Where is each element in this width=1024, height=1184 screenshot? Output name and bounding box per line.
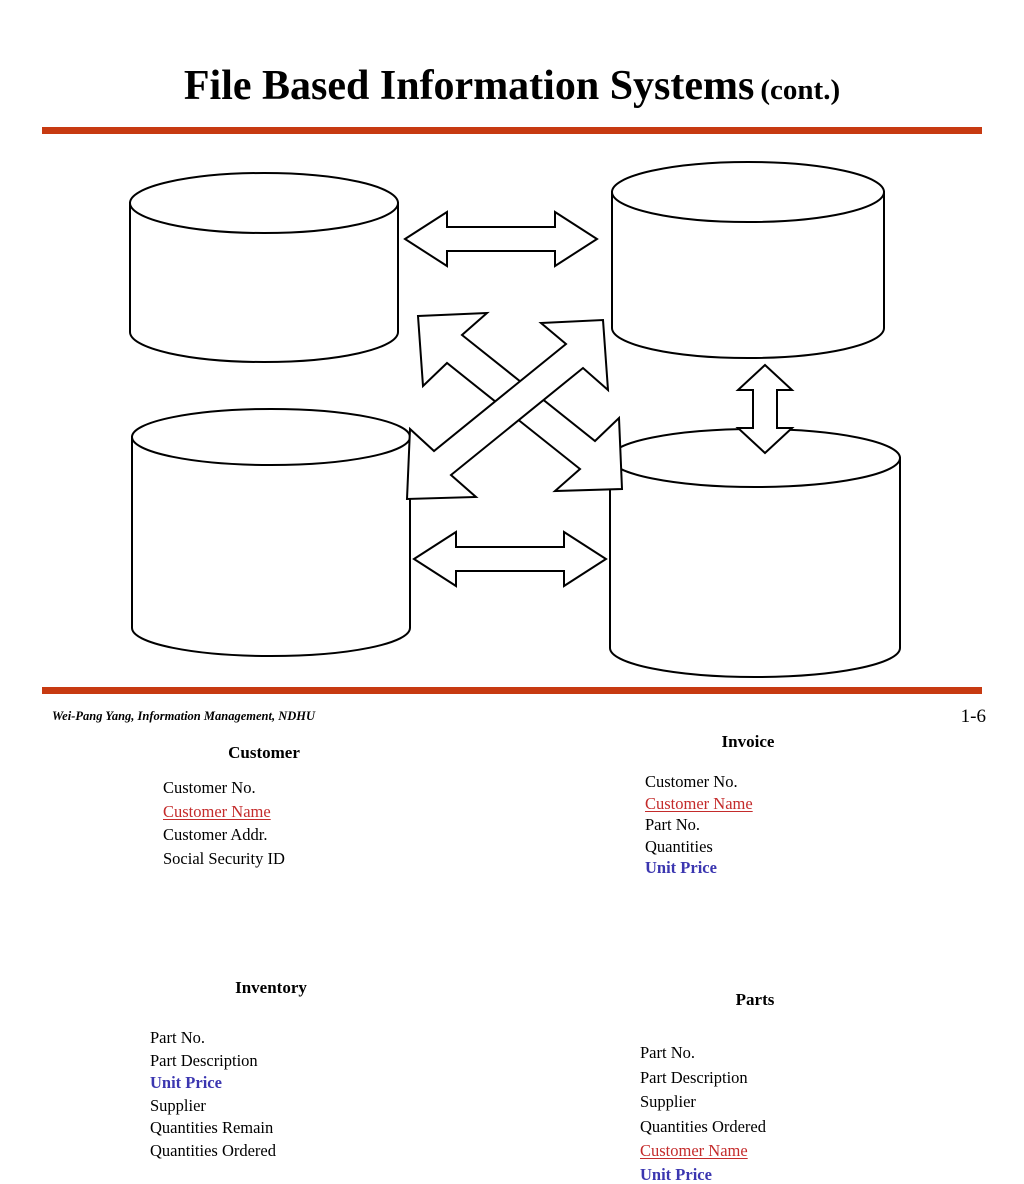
entity-fields-customer: Customer No. Customer Name Customer Addr… [163, 778, 285, 868]
field-parts-4: Customer Name [640, 1141, 748, 1160]
entity-fields-inventory: Part No. Part Description Unit Price Sup… [150, 1028, 276, 1160]
page-title: File Based Information Systems(cont.) [0, 62, 1024, 110]
field-customer-3: Social Security ID [163, 848, 285, 868]
cylinder-customer[interactable] [129, 172, 399, 363]
field-inventory-1: Part Description [150, 1050, 258, 1070]
connector-inventory-parts[interactable] [412, 530, 608, 588]
entity-title-parts: Parts [735, 990, 775, 1009]
cylinder-invoice[interactable] [611, 161, 885, 359]
file-based-system-diagram: Customer Customer No. Customer Name Cust… [0, 150, 1024, 1182]
field-parts-2: Supplier [640, 1092, 696, 1111]
field-customer-0: Customer No. [163, 778, 256, 797]
footer-credit: Wei-Pang Yang, Information Management, N… [52, 709, 316, 723]
title-divider-rule [42, 127, 982, 134]
field-parts-0: Part No. [640, 1043, 695, 1062]
field-parts-1: Part Description [640, 1067, 748, 1087]
field-inventory-0: Part No. [150, 1028, 205, 1047]
field-customer-2: Customer Addr. [163, 825, 268, 844]
cylinder-parts[interactable] [609, 428, 901, 678]
field-parts-3: Quantities Ordered [640, 1116, 766, 1136]
cylinder-inventory[interactable] [131, 408, 411, 657]
page-title-suffix: (cont.) [760, 74, 841, 106]
field-invoice-1: Customer Name [645, 793, 753, 813]
connector-invoice-inventory[interactable] [405, 318, 610, 501]
field-inventory-3: Supplier [150, 1095, 206, 1115]
field-inventory-4: Quantities Remain [150, 1118, 274, 1137]
diagram-svg [129, 161, 901, 678]
page-number: 1-6 [960, 706, 986, 727]
field-invoice-3: Quantities [645, 836, 713, 856]
connector-customer-invoice[interactable] [403, 210, 599, 268]
connector-invoice-parts[interactable] [735, 363, 795, 455]
entity-title-customer: Customer [228, 743, 300, 762]
field-parts-5: Unit Price [640, 1164, 712, 1184]
field-invoice-2: Part No. [645, 815, 700, 834]
entity-title-invoice: Invoice [721, 732, 775, 751]
field-invoice-4: Unit Price [645, 858, 717, 877]
field-inventory-5: Quantities Ordered [150, 1140, 276, 1160]
entity-fields-invoice: Customer No. Customer Name Part No. Quan… [645, 772, 753, 877]
field-customer-1: Customer Name [163, 801, 271, 821]
field-invoice-0: Customer No. [645, 772, 738, 791]
field-inventory-2: Unit Price [150, 1073, 222, 1092]
entity-fields-parts: Part No. Part Description Supplier Quant… [640, 1043, 766, 1184]
entity-title-inventory: Inventory [235, 978, 307, 997]
footer-divider-rule [42, 687, 982, 694]
page-title-main: File Based Information Systems [183, 63, 755, 109]
